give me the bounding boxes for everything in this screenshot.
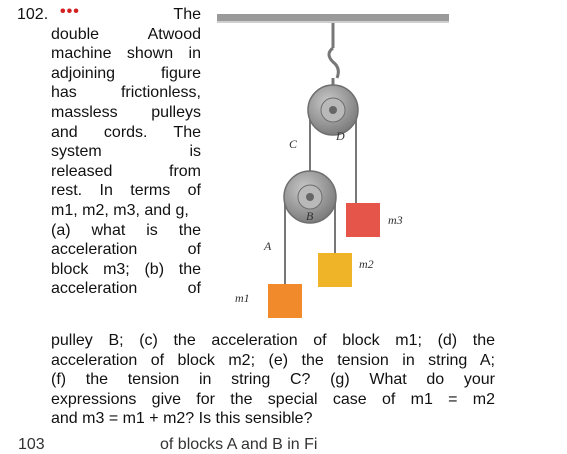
problem-text-wide: pulley B; (c) the acceleration of block … [51,331,495,429]
text-line: released from [51,162,201,180]
pulley-b-axle [306,193,314,201]
atwood-machine-figure: C D B A m1 m2 m3 [217,14,449,318]
label-m1: m1 [235,291,250,305]
ceiling-shadow [217,21,449,23]
text-line: machine shown in [51,45,201,63]
text-line: adjoining figure [51,64,201,82]
text-line: (a) what is the [51,221,201,239]
label-a: A [263,239,272,253]
label-c: C [289,137,298,151]
text-line: and m3 = m1 + m2? Is this sensible? [51,410,313,428]
text-line: rest. In terms of [51,182,201,200]
block-m1 [268,284,302,318]
hook [327,46,340,79]
block-m3 [346,203,380,237]
next-problem-cut-number: 103 [18,436,45,453]
text-line: The [173,6,201,23]
text-line: pulley B; (c) the acceleration of block … [51,332,495,349]
next-problem-cut-text: of blocks A and B in Fi [160,436,318,453]
text-line-masses: m1, m2, m3, and g, [51,201,189,219]
text-line: double Atwood [51,25,201,43]
text-line: acceleration of [51,280,201,298]
text-line: acceleration of block m2; (e) the tensio… [51,351,495,369]
problem-text-column: The double Atwood machine shown in adjoi… [51,5,201,299]
text-line: acceleration of [51,241,201,259]
label-m3: m3 [388,213,403,227]
text-line: system is [51,143,201,161]
label-b: B [306,209,314,223]
text-line: and cords. The [51,123,201,141]
block-m2 [318,253,352,287]
text-line: massless pulleys [51,103,201,121]
text-line: has frictionless, [51,84,201,102]
text-line: block m3; (b) the [51,260,201,278]
textbook-page: 102. ••• The double Atwood machine shown… [17,3,495,453]
text-line: (f) the tension in string C? (g) What do… [51,371,495,389]
difficulty-dots: ••• [60,3,80,20]
pulley-d-axle [329,106,337,114]
label-m2: m2 [359,257,374,271]
problem-number: 102. [17,6,49,23]
ceiling-bar [217,14,449,21]
label-d: D [335,129,345,143]
text-line: expressions give for the special case of… [51,390,495,408]
